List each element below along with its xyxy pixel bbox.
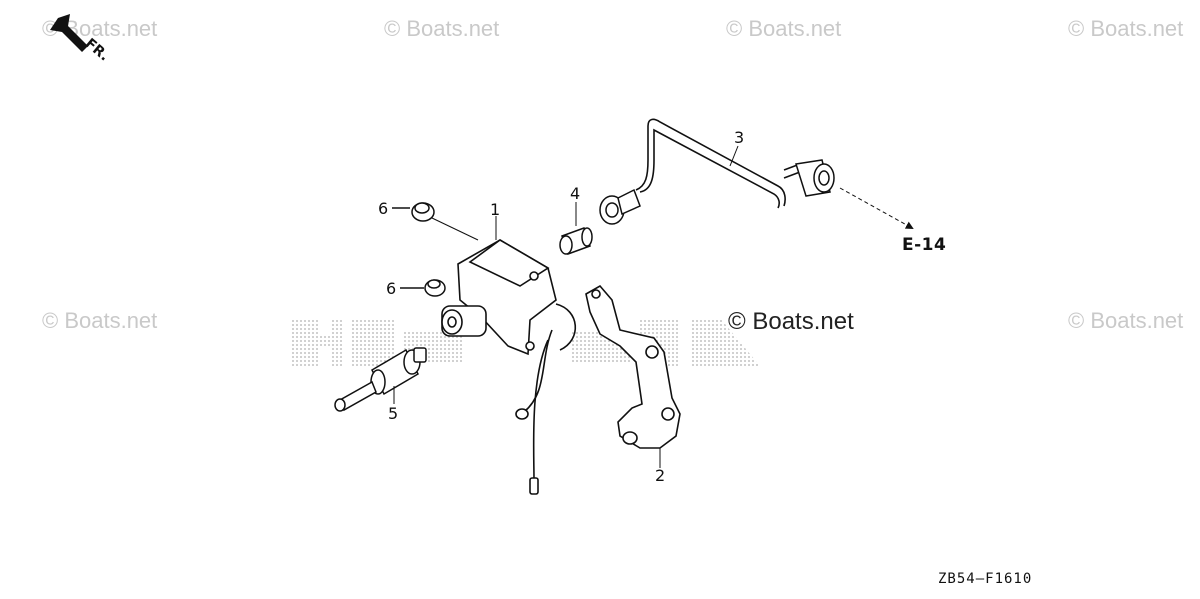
callout-2: 2 — [655, 466, 666, 485]
callout-5: 5 — [388, 404, 399, 423]
watermark-top-2: © Boats.net — [384, 16, 500, 41]
reference-e14: E-14 — [902, 235, 947, 255]
part-3-plug-right — [795, 159, 835, 197]
part-4-cap — [559, 227, 593, 255]
part-6-nut-upper — [392, 202, 435, 222]
part-1-ignition-coil — [441, 239, 577, 495]
reference-arrow — [839, 187, 914, 229]
watermark-mid-4: © Boats.net — [1068, 308, 1184, 333]
callout-3: 3 — [734, 128, 745, 147]
part-3-plug-left — [599, 188, 641, 225]
part-5-switch — [334, 347, 427, 412]
watermark-primary: © Boats.net — [728, 308, 854, 335]
watermark-top-3: © Boats.net — [726, 16, 842, 41]
part-2-bracket — [585, 284, 681, 449]
brand-logo-watermark — [290, 318, 760, 366]
callout-6-upper: 6 — [378, 199, 389, 218]
callout-4: 4 — [570, 184, 581, 203]
callout-6-lower: 6 — [386, 279, 397, 298]
part-6-nut-lower — [400, 279, 446, 297]
watermark-mid-1: © Boats.net — [42, 308, 158, 333]
fr-arrow-icon — [50, 14, 88, 52]
diagram-code: ZB54—F1610 — [938, 571, 1033, 587]
callout-1: 1 — [490, 200, 501, 219]
leader-6-upper — [431, 217, 479, 241]
leader-3 — [729, 145, 739, 167]
part-3-hv-cord — [635, 118, 801, 209]
watermark-top-4: © Boats.net — [1068, 16, 1184, 41]
